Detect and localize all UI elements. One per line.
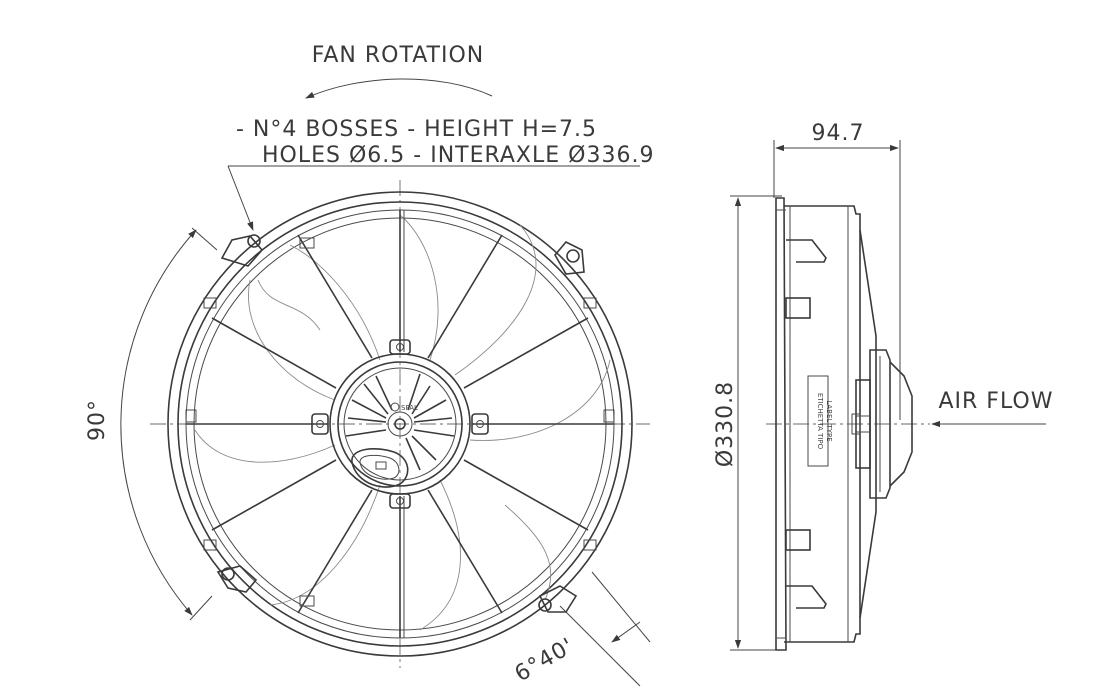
fan-rotation-annotation: FAN ROTATION — [305, 43, 493, 99]
bosses-note: - N°4 BOSSES - HEIGHT H=7.5 HOLES Ø6.5 -… — [227, 117, 654, 231]
struts — [186, 210, 614, 638]
cooling-fins — [345, 373, 455, 471]
fan-rotation-label: FAN ROTATION — [312, 43, 485, 68]
shroud-profile — [775, 197, 877, 651]
bosses-note-line2: HOLES Ø6.5 - INTERAXLE Ø336.9 — [262, 143, 654, 168]
label-tag-box — [807, 375, 829, 467]
motor-shaft — [394, 418, 406, 430]
air-flow-label: AIR FLOW — [938, 389, 1053, 414]
boss-top-left — [220, 234, 264, 267]
motor-hub: SPAL — [311, 339, 489, 509]
front-view: SPAL 90° 6°40' FAN ROTATION - N°4 BOSSES… — [85, 43, 654, 688]
angle-90-dimension: 90° — [85, 227, 218, 621]
mounting-bosses — [216, 234, 585, 613]
diameter-label: Ø330.8 — [713, 381, 738, 467]
side-view: Ø330.8 94.7 — [713, 121, 1053, 651]
label-tag-line2: LABEL TYPE — [825, 400, 833, 441]
diameter-dimension: Ø330.8 — [713, 195, 782, 651]
angle-640-dimension: 6°40' — [511, 571, 651, 688]
angle-640-label: 6°40' — [511, 634, 579, 688]
shroud-clips — [185, 237, 615, 607]
angle-90-label: 90° — [85, 399, 110, 441]
label-tag-line1: ETICHETTA TIPO — [816, 393, 824, 450]
shroud-ring-2 — [177, 201, 623, 647]
motor-flange — [329, 353, 471, 495]
depth-label: 94.7 — [812, 121, 865, 146]
shroud-outer-ring — [167, 191, 633, 657]
depth-dimension: 94.7 — [773, 121, 901, 420]
boss-top-right — [554, 241, 585, 275]
boss-bottom-left — [216, 565, 258, 593]
brand-logo-text: SPAL — [401, 404, 418, 412]
fan-blades — [194, 214, 611, 631]
air-flow-annotation: AIR FLOW — [931, 389, 1053, 428]
boss-bottom-right — [538, 585, 578, 613]
motor-profile — [851, 349, 913, 499]
bosses-note-line1: - N°4 BOSSES - HEIGHT H=7.5 — [236, 117, 597, 142]
motor-inner — [343, 367, 457, 481]
motor-connector — [351, 448, 409, 488]
motor-shaft-ring — [387, 411, 413, 437]
motor-body — [337, 361, 463, 487]
label-tag: ETICHETTA TIPO LABEL TYPE — [807, 375, 833, 467]
brand-logo-mark — [390, 402, 400, 412]
